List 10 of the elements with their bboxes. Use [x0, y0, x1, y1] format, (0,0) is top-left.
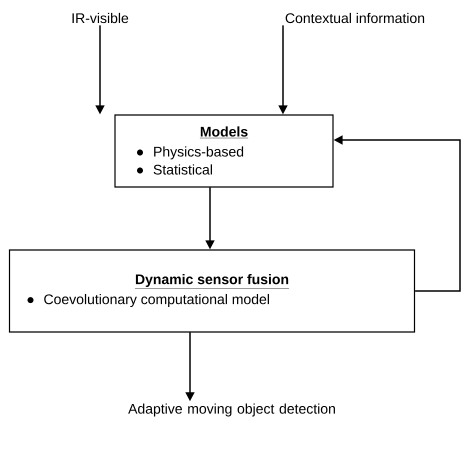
process-box [8, 249, 416, 333]
input-label: IR-visible [72, 12, 128, 24]
input-label: Contextual information [286, 12, 424, 24]
heading: Models [200, 126, 248, 138]
process-box [114, 114, 334, 188]
bullet-item: Physics-based [137, 146, 244, 160]
heading: Dynamic sensor fusion [134, 274, 290, 289]
bullet-item: Coevolutionary computational model [28, 294, 269, 307]
input-label: Adaptive moving object detection [128, 403, 335, 416]
bullet-item: Statistical [137, 164, 212, 175]
